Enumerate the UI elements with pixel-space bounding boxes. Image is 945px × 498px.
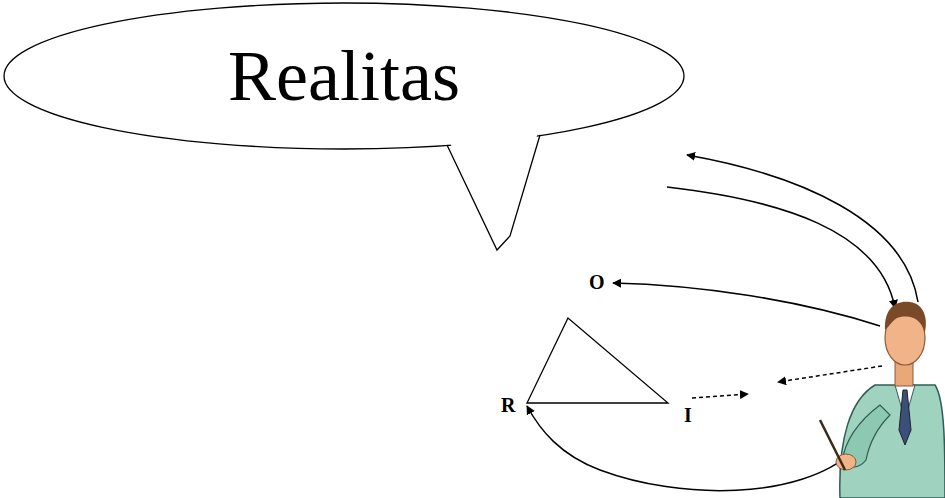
arrow	[613, 283, 880, 326]
teacher-illustration	[820, 302, 945, 498]
dashed-arrow	[778, 366, 882, 382]
arrow	[687, 155, 918, 302]
vertex-label: O	[589, 271, 605, 294]
vertex-label: I	[684, 404, 692, 427]
bubble-text: Realitas	[228, 35, 460, 118]
speech-bubble: Realitas	[3, 2, 685, 150]
arrow	[667, 187, 895, 308]
dashed-arrow	[692, 394, 748, 398]
triangle	[527, 318, 668, 403]
vertex-label: R	[501, 394, 515, 417]
